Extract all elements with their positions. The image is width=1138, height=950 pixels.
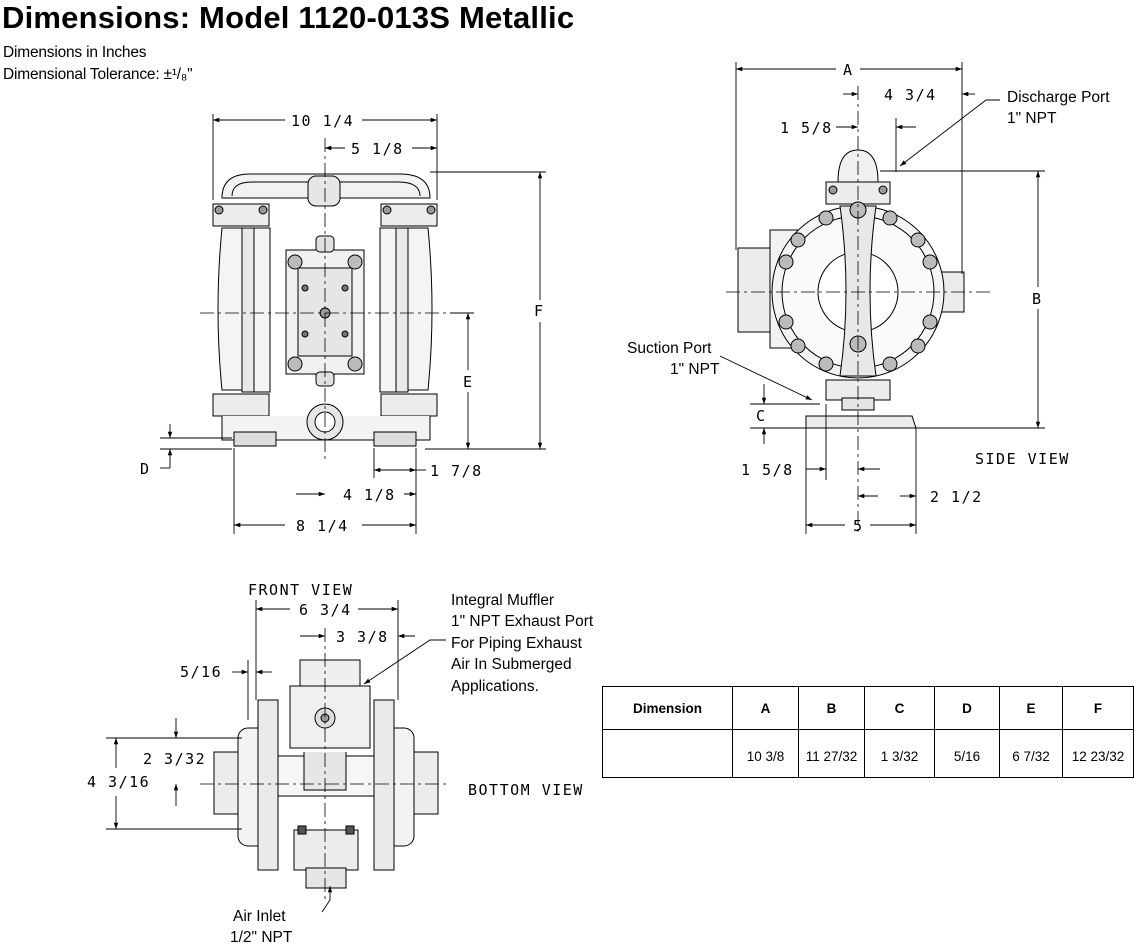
dim-D: D: [140, 460, 151, 478]
air-inlet-size: 1/2" NPT: [230, 929, 293, 946]
front-view-centerlines: [200, 138, 452, 460]
muffler-label-4: Air In Submerged: [451, 656, 572, 673]
side-view-drawing: [737, 149, 965, 429]
table-cell: 12 23/32: [1062, 729, 1134, 778]
air-inlet-label: Air Inlet: [233, 908, 286, 925]
table-header-row: Dimension A B C D E F: [602, 686, 1134, 730]
bottom-view-drawing: [213, 659, 439, 889]
table-cell: 1 3/32: [864, 729, 935, 778]
side-view-label: SIDE VIEW: [975, 450, 1070, 468]
bottom-view-label: BOTTOM VIEW: [468, 781, 584, 799]
table-cell: 5/16: [934, 729, 1000, 778]
muffler-label-3: For Piping Exhaust: [451, 635, 583, 652]
table-cell: [602, 729, 733, 778]
dim-3-3-8: 3 3/8: [336, 628, 389, 646]
dim-1-5-8-top: 1 5/8: [780, 119, 833, 137]
muffler-label-1: Integral Muffler: [451, 592, 554, 609]
page-title: Dimensions: Model 1120-013S Metallic: [2, 0, 575, 35]
dim-4-3-16: 4 3/16: [87, 773, 150, 791]
side-view-labels: A 4 3/4 1 5/8 B C 1 5/8 2 1/2 5 SIDE VIE…: [627, 61, 1110, 535]
suction-port-label: Suction Port: [627, 340, 712, 357]
dimension-table: Dimension A B C D E F 10 3/8 11 27/32 1 …: [602, 686, 1134, 778]
table-row: 10 3/8 11 27/32 1 3/32 5/16 6 7/32 12 23…: [602, 729, 1134, 778]
table-header-cell: C: [864, 686, 935, 730]
dim-5-1-8: 5 1/8: [351, 140, 404, 158]
dim-4-1-8: 4 1/8: [343, 486, 396, 504]
front-view-drawing: [212, 173, 438, 447]
muffler-label-5: Applications.: [451, 678, 539, 695]
discharge-port-label: Discharge Port: [1007, 89, 1110, 106]
dim-C: C: [756, 407, 767, 425]
dim-B: B: [1032, 290, 1043, 308]
table-header-cell: E: [999, 686, 1063, 730]
suction-port-size: 1" NPT: [670, 361, 720, 378]
side-view-dimensions: [719, 62, 1045, 534]
muffler-label-2: 1" NPT Exhaust Port: [451, 613, 594, 630]
side-view-centerlines: [726, 86, 990, 534]
front-view-label: FRONT VIEW: [248, 581, 353, 599]
bottom-view-labels: FRONT VIEW 6 3/4 3 3/8 5/16 2 3/32 4 3/1…: [87, 581, 594, 946]
table-cell: 6 7/32: [999, 729, 1063, 778]
dim-6-3-4: 6 3/4: [299, 601, 352, 619]
dim-2-1-2: 2 1/2: [930, 488, 983, 506]
units-note: Dimensions in Inches: [3, 44, 147, 61]
table-cell: 11 27/32: [798, 729, 865, 778]
table-header-cell: B: [798, 686, 865, 730]
dim-2-3-32: 2 3/32: [143, 750, 206, 768]
front-view-dimensions: [160, 114, 546, 534]
dim-1-5-8-bottom: 1 5/8: [741, 461, 794, 479]
dim-4-3-4: 4 3/4: [884, 86, 937, 104]
table-cell: 10 3/8: [732, 729, 799, 778]
dim-A: A: [843, 61, 854, 79]
table-header-cell: D: [934, 686, 1000, 730]
dim-F: F: [534, 302, 545, 320]
dim-5-16: 5/16: [180, 663, 222, 681]
dim-1-7-8: 1 7/8: [430, 462, 483, 480]
bottom-view-centerlines: [200, 628, 450, 900]
dim-8-1-4: 8 1/4: [296, 517, 349, 535]
table-header-cell: A: [732, 686, 799, 730]
dim-10-1-4: 10 1/4: [291, 112, 354, 130]
tolerance-note: Dimensional Tolerance: ±¹/₈": [3, 66, 193, 83]
front-view-labels: 10 1/4 5 1/8 F E D 1 7/8 4 1/8 8 1/4: [140, 112, 545, 535]
dim-E: E: [463, 373, 474, 391]
table-header-cell: F: [1062, 686, 1134, 730]
discharge-port-size: 1" NPT: [1007, 110, 1057, 127]
table-header-cell: Dimension: [602, 686, 733, 730]
bottom-view-dimensions: [106, 600, 446, 913]
dim-5: 5: [853, 517, 864, 535]
